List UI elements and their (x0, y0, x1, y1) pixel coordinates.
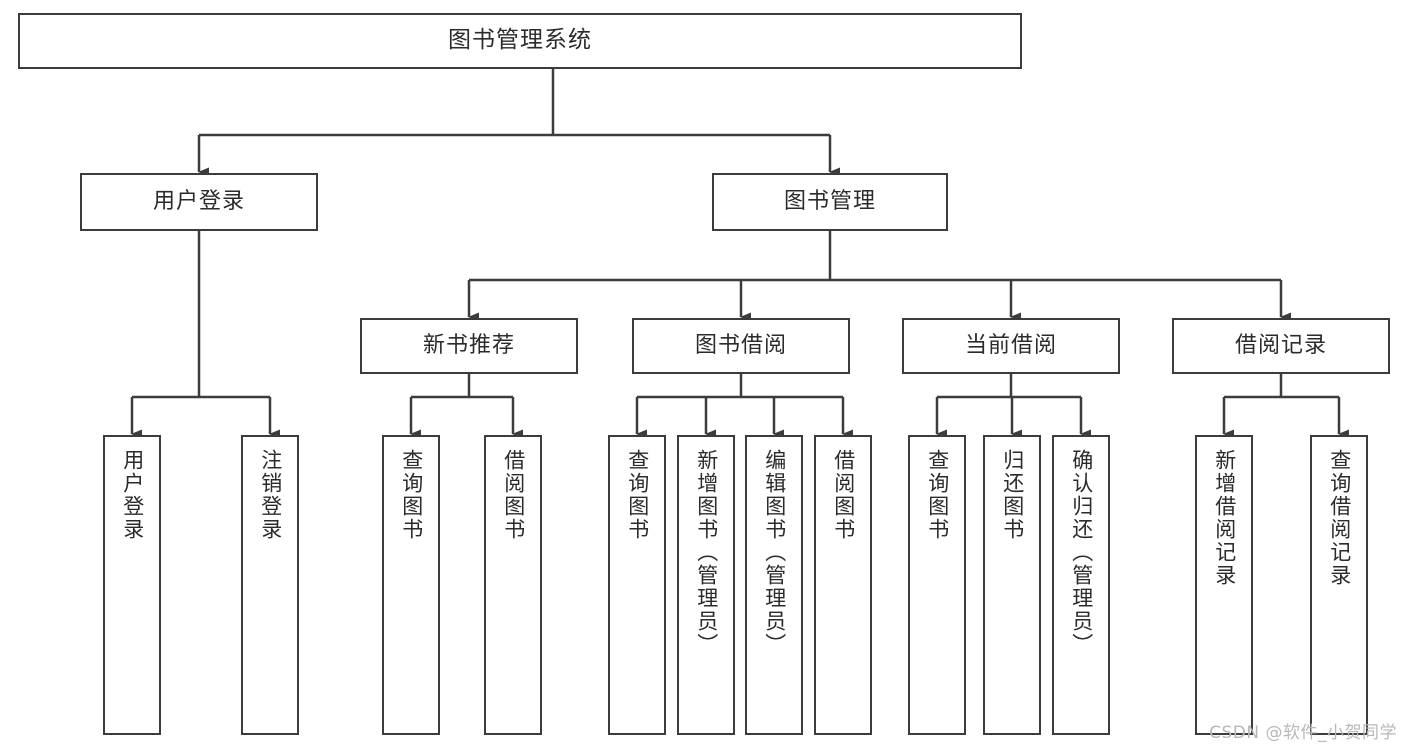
node-leaf-query-book-2[interactable]: 查询图书 (608, 435, 666, 735)
node-label: 新增图书（管理员） (694, 449, 719, 656)
node-leaf-borrow-book-1[interactable]: 借阅图书 (484, 435, 542, 735)
node-label: 查询图书 (625, 449, 650, 541)
node-leaf-add-record[interactable]: 新增借阅记录 (1195, 435, 1253, 735)
node-label: 确认归还（管理员） (1069, 449, 1094, 656)
node-label: 用户登录 (152, 189, 245, 215)
node-leaf-borrow-book-2[interactable]: 借阅图书 (814, 435, 872, 735)
watermark-text: CSDN @软件_小贺同学 (1209, 723, 1397, 743)
node-label: 图书管理 (783, 189, 876, 215)
node-label: 编辑图书（管理员） (762, 449, 787, 656)
node-label: 图书管理系统 (448, 27, 592, 54)
node-label: 新增借阅记录 (1212, 449, 1237, 587)
node-leaf-confirm-return[interactable]: 确认归还（管理员） (1052, 435, 1110, 735)
node-label: 归还图书 (1000, 449, 1025, 541)
node-label: 新书推荐 (422, 333, 515, 359)
node-label: 借阅图书 (831, 449, 856, 541)
node-label: 查询图书 (925, 449, 950, 541)
node-user-login[interactable]: 用户登录 (80, 173, 318, 231)
node-leaf-edit-book[interactable]: 编辑图书（管理员） (745, 435, 803, 735)
node-label: 查询图书 (399, 449, 424, 541)
node-label: 借阅记录 (1234, 333, 1327, 359)
node-leaf-query-record[interactable]: 查询借阅记录 (1310, 435, 1368, 735)
node-label: 图书借阅 (694, 333, 787, 359)
node-leaf-user-login[interactable]: 用户登录 (103, 435, 161, 735)
node-current-borrow[interactable]: 当前借阅 (902, 318, 1120, 374)
node-leaf-logout[interactable]: 注销登录 (241, 435, 299, 735)
node-borrow-record[interactable]: 借阅记录 (1172, 318, 1390, 374)
node-leaf-add-book[interactable]: 新增图书（管理员） (677, 435, 735, 735)
node-book-manage[interactable]: 图书管理 (712, 173, 948, 231)
node-label: 当前借阅 (964, 333, 1057, 359)
node-label: 用户登录 (120, 449, 145, 541)
node-new-book-rec[interactable]: 新书推荐 (360, 318, 578, 374)
node-label: 注销登录 (258, 449, 283, 541)
node-leaf-query-book-3[interactable]: 查询图书 (908, 435, 966, 735)
node-label: 借阅图书 (501, 449, 526, 541)
node-root[interactable]: 图书管理系统 (18, 13, 1022, 69)
node-leaf-query-book-1[interactable]: 查询图书 (382, 435, 440, 735)
node-book-borrow[interactable]: 图书借阅 (632, 318, 850, 374)
node-leaf-return-book[interactable]: 归还图书 (983, 435, 1041, 735)
node-label: 查询借阅记录 (1327, 449, 1352, 587)
